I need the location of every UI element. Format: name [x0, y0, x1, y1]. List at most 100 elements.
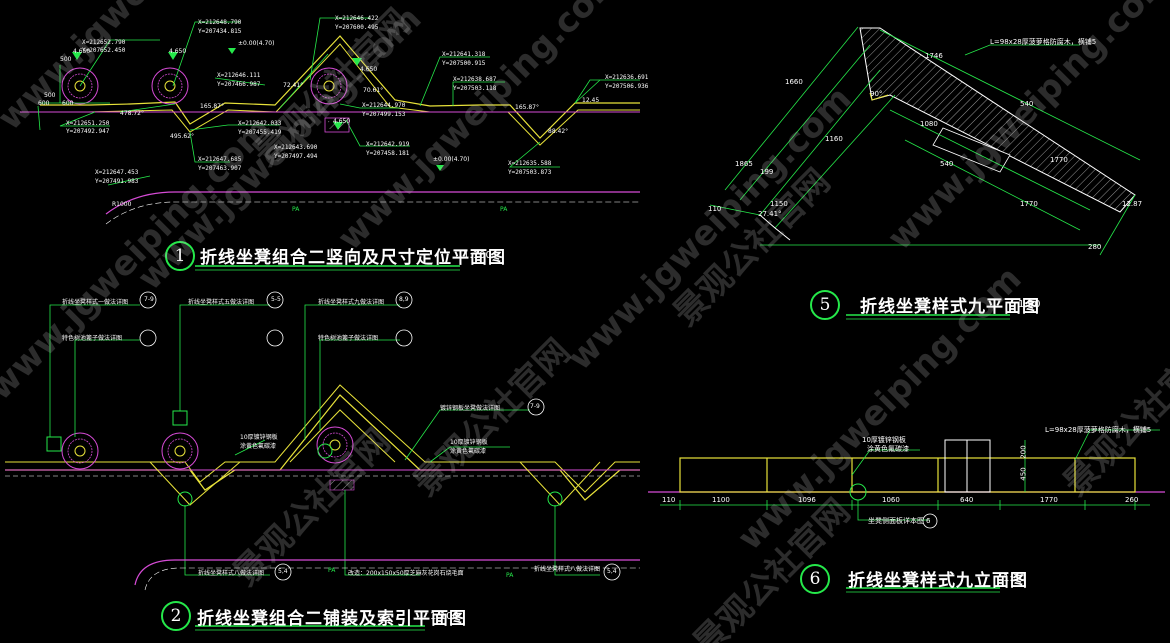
- plan-2-linework: [5, 291, 640, 591]
- material-note: 10厚镀锌钢板: [862, 436, 906, 444]
- callout-text: 涂黄色氟碳漆: [240, 443, 277, 450]
- dim-text: 110: [662, 496, 676, 504]
- tree-pit-4: [61, 432, 99, 470]
- coord-text: X=212646.422: [335, 15, 379, 22]
- coord-text: Y=207455.419: [238, 129, 282, 136]
- dim-text: 600: [62, 100, 74, 107]
- paving-label: PA: [500, 206, 508, 213]
- dim-text: 1160: [825, 135, 843, 143]
- coord-text: Y=207463.907: [198, 165, 242, 172]
- coord-text: X=212647.453: [95, 169, 139, 176]
- elevation-text: 4.650: [73, 48, 91, 55]
- tree-pit-6: [316, 426, 354, 464]
- dim-text: 495.62°: [170, 133, 194, 140]
- dim-text: 1660: [785, 78, 803, 86]
- ref-text: 5,4: [278, 568, 288, 575]
- callout-text: 折线坐凳样式八做法详图: [534, 566, 601, 573]
- dim-text: 110: [708, 205, 722, 213]
- coord-text: X=212651.250: [66, 120, 110, 127]
- elevation-text: ±0.00(4.70): [238, 40, 275, 47]
- callout-text: 折线坐凳样式五做法详图: [188, 299, 255, 306]
- plan-1-linework: [20, 17, 640, 225]
- ref-text: 7-9: [144, 296, 154, 303]
- paving-label: PA: [506, 572, 514, 579]
- dim-text: 1865: [735, 160, 753, 168]
- coord-text: X=212636.691: [605, 74, 649, 81]
- coord-text: Y=207491.983: [95, 178, 139, 185]
- callout-text: 折线坐凳样式九做法详图: [318, 299, 385, 306]
- radius-label: R1000: [112, 201, 132, 208]
- dim-text: 88.42°: [548, 128, 569, 135]
- elevation-text: 4.650: [360, 66, 378, 73]
- coord-text: X=212642.919: [366, 141, 410, 148]
- callout-text: 涂黄色氟碳漆: [450, 448, 487, 455]
- material-note: L=98x28厚菠萝格防腐木，横铺5: [1045, 426, 1152, 434]
- detail-note: 坐凳侧面板详本图: [868, 517, 924, 525]
- coord-text: X=212642.033: [238, 120, 282, 127]
- callout-text: 10厚镀锌钢板: [450, 439, 488, 446]
- coord-text: Y=207492.947: [66, 128, 110, 135]
- plan-5-linework: [709, 26, 1141, 256]
- ref-text: 5,4: [607, 568, 617, 575]
- tree-pit-3: [310, 67, 348, 105]
- tree-pit-2: [151, 67, 189, 105]
- coord-text: X=212652.790: [82, 39, 126, 46]
- callout-text: 镀锌钢板坐凳做法详图: [440, 405, 501, 412]
- drawing-title-6: 折线坐凳样式九立面图: [848, 571, 1028, 591]
- dim-text: 450: [1019, 467, 1028, 481]
- coord-text: Y=207497.494: [274, 153, 318, 160]
- coord-text: X=212644.970: [362, 102, 406, 109]
- dim-text: 1746: [925, 52, 943, 60]
- ref-text: 8,9: [399, 296, 409, 303]
- coord-text: Y=207600.495: [335, 24, 379, 31]
- drawing-scale-1: 1:100: [463, 250, 492, 261]
- dim-text: 1080: [920, 120, 938, 128]
- elevation-text: 4.650: [333, 118, 351, 125]
- dim-text: 70.61°: [363, 87, 384, 94]
- angle-text: 27.41°: [758, 210, 782, 218]
- callout-text: 折线坐凳样式八做法详图: [198, 570, 265, 577]
- callout-text: 折线坐凳样式一做法详图: [62, 299, 129, 306]
- coord-text: Y=207499.153: [362, 111, 406, 118]
- coord-text: Y=207434.815: [198, 28, 242, 35]
- tree-pit-5: [161, 432, 199, 470]
- dim-text: 1100: [712, 496, 730, 504]
- material-note: 涂黄色氟碳漆: [867, 445, 909, 453]
- coord-text: X=212648.790: [198, 19, 242, 26]
- dim-text: 165.87°: [200, 103, 224, 110]
- drawing-number-5: 5: [810, 290, 840, 320]
- dim-text: 500: [60, 56, 72, 63]
- ref-text: 6: [926, 517, 931, 525]
- elevation-text: 4.650: [169, 48, 187, 55]
- material-note: L=98x28厚菠萝格防腐木，横铺5: [990, 38, 1097, 46]
- drawing-number-2: 2: [161, 601, 191, 631]
- coord-text: Y=207500.915: [442, 60, 486, 67]
- coord-text: X=212646.111: [217, 72, 261, 79]
- dim-text: 1770: [1050, 156, 1068, 164]
- dim-text: 478.72°: [120, 110, 144, 117]
- dim-text: 1770: [1020, 200, 1038, 208]
- ref-text: 5-5: [271, 296, 281, 303]
- dim-text: 1096: [798, 496, 816, 504]
- dim-text: 500: [44, 92, 56, 99]
- elevation-text: ±0.00(4.70): [433, 156, 470, 163]
- paving-label: PA: [328, 567, 336, 574]
- drawing-scale-2: 1:100: [430, 611, 459, 622]
- coord-text: Y=207458.181: [366, 150, 410, 157]
- coord-text: Y=207652.450: [82, 47, 126, 54]
- coord-text: X=212647.685: [198, 156, 242, 163]
- tree-pit-1: [61, 67, 99, 105]
- coord-text: Y=207506.936: [605, 83, 649, 90]
- elevation-6-linework: [648, 429, 1165, 529]
- angle-text: 90°: [870, 90, 883, 98]
- drawing-title-2: 折线坐凳组合二铺装及索引平面图: [197, 609, 467, 629]
- dim-text: 260: [1125, 496, 1139, 504]
- drawing-number-1: 1: [165, 241, 195, 271]
- dim-text: 1150: [770, 200, 788, 208]
- coord-text: X=212641.318: [442, 51, 486, 58]
